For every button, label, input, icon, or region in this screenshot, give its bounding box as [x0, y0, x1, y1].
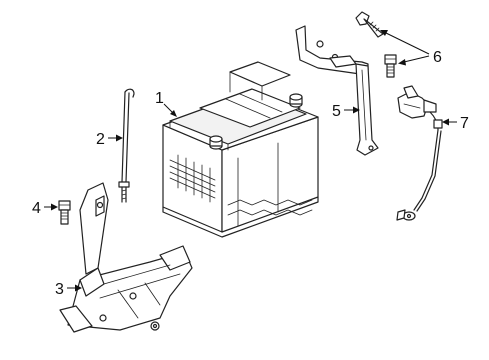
hold-down-rod	[118, 88, 135, 203]
battery-vent-grille	[169, 154, 216, 203]
callout-7: 7	[442, 115, 469, 132]
callout-label-1: 1	[155, 90, 164, 107]
bolt-6-upper	[355, 11, 384, 38]
hold-down-bracket	[295, 25, 379, 156]
bolt-6-lower	[384, 54, 397, 78]
battery-tray-bracket	[59, 182, 193, 333]
callout-label-5: 5	[332, 103, 341, 120]
callout-label-4: 4	[32, 200, 41, 217]
callout-4: 4	[32, 200, 58, 217]
callout-6: 6	[380, 30, 442, 66]
callout-2: 2	[96, 131, 123, 148]
battery	[162, 61, 319, 238]
callout-label-3: 3	[55, 281, 64, 298]
battery-terminal-positive	[289, 93, 303, 108]
callout-3: 3	[55, 281, 82, 298]
battery-terminal-negative	[209, 135, 223, 150]
callout-5: 5	[332, 103, 360, 120]
callout-label-2: 2	[96, 131, 105, 148]
battery-cable-sensor	[396, 85, 443, 221]
callout-label-6: 6	[433, 49, 442, 66]
callout-label-7: 7	[460, 115, 469, 132]
bolt-4	[58, 200, 71, 225]
callout-1: 1	[155, 90, 177, 117]
battery-side-ribs	[227, 142, 313, 227]
